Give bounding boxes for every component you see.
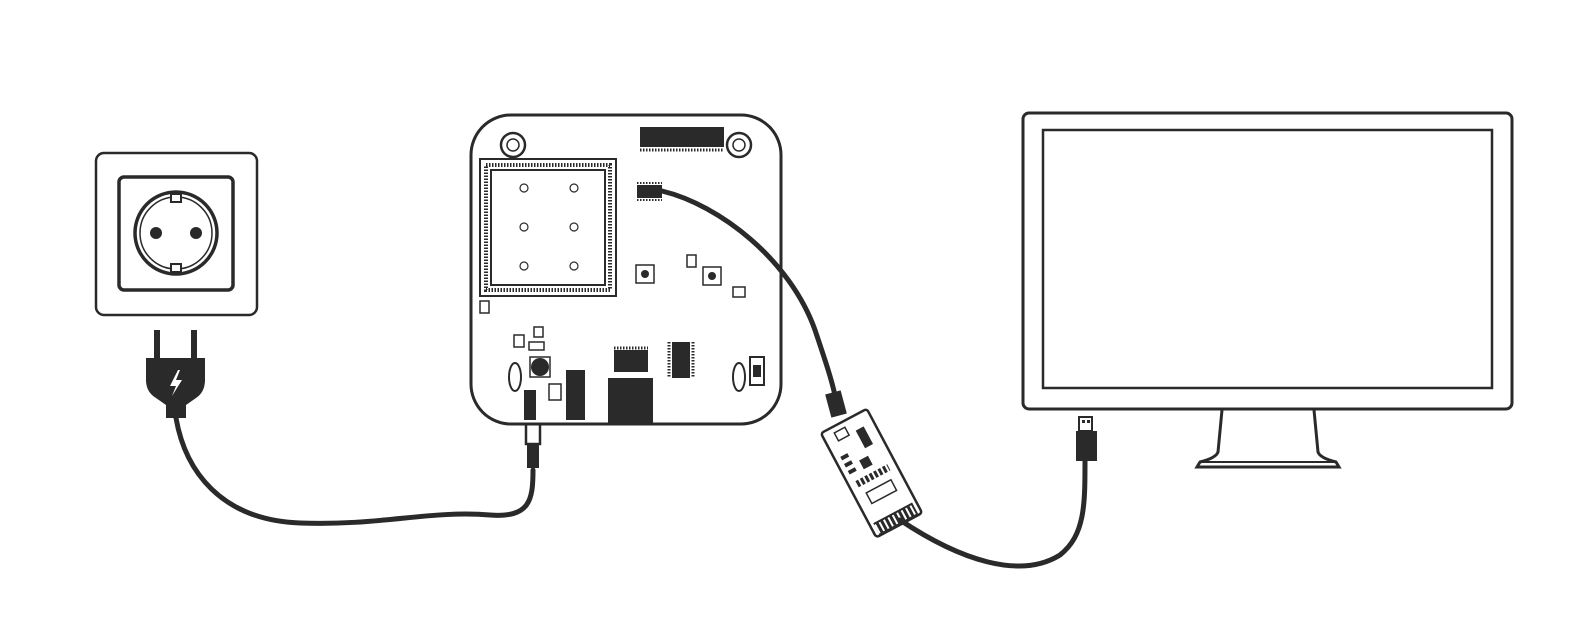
- dev-board: [469, 113, 783, 426]
- header-connector: [640, 127, 724, 147]
- monitor-stand: [1194, 409, 1342, 469]
- usb-plug: [1076, 416, 1097, 461]
- reset-button: [531, 358, 549, 376]
- power-cable: [173, 415, 536, 526]
- socket-hole-right: [190, 227, 202, 239]
- power-connector: [524, 422, 542, 468]
- wall-socket: [94, 151, 259, 317]
- monitor-screen: [1041, 128, 1494, 390]
- soc-module: [479, 158, 617, 297]
- usb-adapter: [820, 408, 923, 538]
- usb-cable: [897, 457, 1088, 569]
- button-1: [641, 270, 649, 278]
- ethernet-port: [608, 378, 653, 423]
- lightning-icon: [170, 370, 182, 396]
- button-2: [708, 272, 716, 280]
- usb-port: [614, 350, 648, 372]
- debug-header: [637, 185, 662, 198]
- monitor: [1021, 111, 1514, 469]
- socket-hole-left: [150, 227, 162, 239]
- power-plug: [146, 330, 205, 418]
- serial-cable: [659, 188, 839, 403]
